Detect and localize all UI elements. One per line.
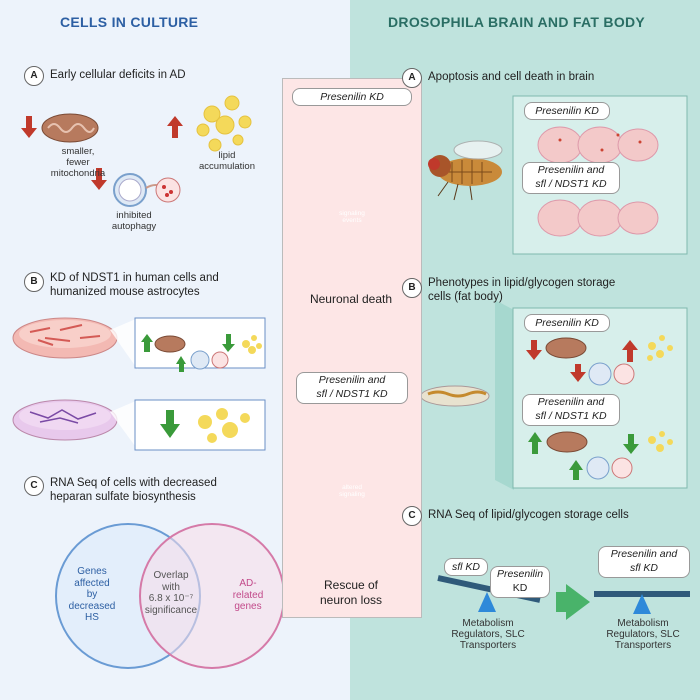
increase-arrow-icon bbox=[176, 356, 186, 372]
center-bottom-arrow-label: altered signaling bbox=[339, 484, 365, 498]
left-a-title: Early cellular deficits in AD bbox=[50, 69, 186, 81]
badge-right-a: A bbox=[402, 68, 422, 88]
fly-icon bbox=[428, 140, 503, 201]
culture-dish-icon bbox=[12, 317, 118, 359]
right-b-box2: Presenilin and sfl / NDST1 KD bbox=[522, 394, 620, 426]
center-top-arrow-label: signaling events bbox=[339, 210, 365, 224]
decrease-arrow-icon bbox=[222, 334, 235, 352]
autophagy-label: inhibited autophagy bbox=[111, 210, 157, 232]
rescue-caption-line2: neuron loss bbox=[319, 593, 383, 607]
brain-icon bbox=[537, 126, 659, 237]
lipid-droplets-icon bbox=[198, 408, 250, 443]
center-comparison-panel bbox=[282, 78, 422, 618]
right-a-box2-line2: sfl / NDST1 KD bbox=[535, 178, 607, 190]
left-b-title-line2: humanized mouse astrocytes bbox=[50, 286, 200, 298]
right-b-title-line2: cells (fat body) bbox=[428, 291, 503, 303]
lipid-droplets-icon bbox=[196, 95, 252, 152]
center-top-label: Presenilin KD bbox=[292, 88, 412, 106]
decrease-arrow-icon bbox=[570, 364, 586, 382]
right-c-title: RNA Seq of lipid/glycogen storage cells bbox=[428, 509, 629, 521]
badge-left-c: C bbox=[24, 476, 44, 496]
center-bottom-label-box: Presenilin and sfl / NDST1 KD bbox=[296, 372, 408, 404]
culture-dish-icon bbox=[12, 399, 118, 441]
right-b-box2-line2: sfl / NDST1 KD bbox=[535, 410, 607, 422]
badge-left-b: B bbox=[24, 272, 44, 292]
venn-overlap-label: Overlap with 6.8 x 10⁻⁷ significance bbox=[144, 570, 198, 616]
rescue-caption-line1: Rescue of bbox=[323, 578, 379, 592]
increase-arrow-icon bbox=[622, 340, 638, 362]
autophagy-icon bbox=[113, 173, 181, 207]
increase-arrow-icon bbox=[141, 334, 153, 352]
sfl-kd-box: sfl KD bbox=[444, 558, 488, 576]
decrease-arrow-icon bbox=[21, 116, 37, 138]
drosophila-header: DROSOPHILA BRAIN AND FAT BODY bbox=[388, 14, 646, 30]
presenilin-kd-box: Presenilin KD bbox=[490, 566, 550, 598]
right-a-title: Apoptosis and cell death in brain bbox=[428, 71, 595, 83]
transition-arrow-icon bbox=[566, 584, 590, 620]
decrease-arrow-icon bbox=[160, 410, 180, 438]
venn-left-label: Genes affected by decreased HS bbox=[68, 566, 116, 623]
right-a-box2: Presenilin and sfl / NDST1 KD bbox=[522, 162, 620, 194]
decrease-arrow-icon bbox=[91, 168, 107, 190]
neuronal-death-caption: Neuronal death bbox=[309, 292, 393, 306]
badge-left-a: A bbox=[24, 66, 44, 86]
seesaw-right-caption: Metabolism Regulators, SLC Transporters bbox=[606, 618, 680, 651]
fat-body-dish-icon bbox=[420, 385, 490, 407]
increase-arrow-icon bbox=[569, 460, 583, 480]
right-a-box2-line1: Presenilin and bbox=[537, 164, 605, 176]
presenilin-kd-line2: KD bbox=[512, 582, 528, 594]
lipid-label: lipid accumulation bbox=[199, 150, 255, 172]
center-bottom-label-line1: Presenilin and bbox=[318, 374, 386, 386]
combined-kd-line2: sfl KD bbox=[629, 562, 658, 574]
decrease-arrow-icon bbox=[623, 434, 639, 454]
cells-header: CELLS IN CULTURE bbox=[60, 14, 199, 30]
balanced-seesaw-icon bbox=[594, 591, 690, 614]
increase-arrow-icon bbox=[528, 432, 542, 454]
right-a-box1: Presenilin KD bbox=[524, 102, 610, 120]
right-b-box1: Presenilin KD bbox=[524, 314, 610, 332]
presenilin-kd-line1: Presenilin bbox=[496, 568, 544, 580]
left-b-title-line1: KD of NDST1 in human cells and bbox=[50, 272, 219, 284]
mitochondria-icon bbox=[41, 113, 99, 143]
combined-kd-box: Presenilin and sfl KD bbox=[598, 546, 690, 578]
badge-right-b: B bbox=[402, 278, 422, 298]
seesaw-left-caption: Metabolism Regulators, SLC Transporters bbox=[451, 618, 525, 651]
center-bottom-label-line2: sfl / NDST1 KD bbox=[316, 388, 388, 400]
right-b-title-line1: Phenotypes in lipid/glycogen storage bbox=[428, 277, 616, 289]
decrease-arrow-icon bbox=[526, 340, 542, 360]
increase-arrow-icon bbox=[167, 116, 183, 138]
left-c-title-line2: heparan sulfate biosynthesis bbox=[50, 491, 196, 503]
left-c-title-line1: RNA Seq of cells with decreased bbox=[50, 477, 217, 489]
right-b-box2-line1: Presenilin and bbox=[537, 396, 605, 408]
combined-kd-line1: Presenilin and bbox=[610, 548, 678, 560]
badge-right-c: C bbox=[402, 506, 422, 526]
venn-right-label: AD- related genes bbox=[232, 578, 264, 612]
mito-label: smaller, fewer mitochondria bbox=[50, 146, 106, 179]
